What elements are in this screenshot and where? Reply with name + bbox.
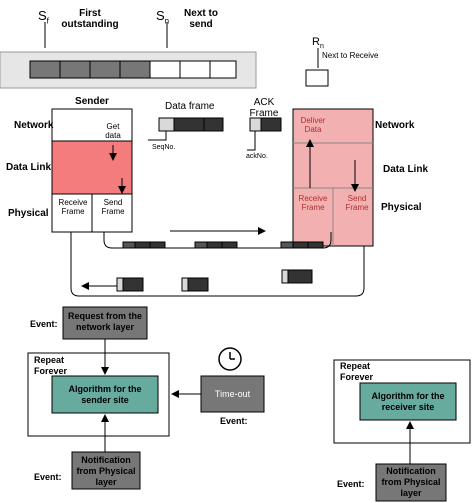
- request-event-label: Event:: [30, 319, 58, 329]
- sn-label: Sn: [156, 8, 170, 26]
- ackno-leader: [247, 131, 256, 151]
- sender-repeat-label: Repeat Forever: [34, 355, 68, 376]
- first-outstanding-label: First outstanding: [61, 8, 119, 30]
- return-channel: [70, 232, 365, 297]
- frame-seq-field: [158, 117, 175, 132]
- sender-notification-text: Notification from Physical layer: [76, 455, 136, 487]
- receiver-receive-frame-label: Receive Frame: [298, 194, 328, 212]
- request-text: Request from the network layer: [67, 311, 142, 332]
- window-slot: [59, 60, 91, 79]
- sender-notification-box: [71, 451, 141, 490]
- rn-label: Rn: [312, 36, 324, 51]
- data-frame-title: Data frame: [165, 101, 215, 112]
- request-event-box: [62, 306, 148, 340]
- sender-receive-frame-label: Receive Frame: [58, 198, 88, 216]
- sender-algorithm-text: Algorithm for the sender site: [68, 384, 142, 405]
- sender-notification-event-label: Event:: [34, 472, 62, 482]
- receiver-notification-box: [375, 463, 447, 502]
- sender-window-slots: [29, 60, 237, 79]
- ack-frame-sample: [247, 117, 282, 151]
- sf-label: Sf: [38, 8, 49, 26]
- sender-physical-label: Physical: [8, 208, 49, 219]
- ack-no-field: [249, 117, 262, 132]
- receiver-network-label: Network: [375, 120, 415, 131]
- sender-network-label: Network: [14, 120, 54, 131]
- window-slot: [209, 60, 237, 79]
- sender-send-frame-label: Send Frame: [101, 198, 125, 216]
- frame-in-transit: [122, 241, 166, 249]
- ack-in-transit: [116, 277, 144, 292]
- ackno-label: ackNo.: [246, 153, 268, 160]
- receiver-algorithm-box: [359, 382, 457, 421]
- receiver-window-slot: [305, 69, 329, 87]
- next-to-send-label: Next to send: [184, 8, 218, 30]
- window-slot: [119, 60, 151, 79]
- sender-data-link-layer: [51, 140, 133, 195]
- frame-in-transit: [280, 241, 324, 249]
- window-slot: [179, 60, 211, 79]
- ack-in-transit: [181, 277, 209, 292]
- next-to-receive-label: Next to Receive: [322, 51, 379, 60]
- frame-in-transit: [194, 241, 238, 249]
- sender-data-link-label: Data Link: [6, 162, 52, 173]
- clock-icon: [218, 347, 242, 371]
- receiver-physical-label: Physical: [381, 202, 422, 213]
- data-frame-sample: [148, 117, 224, 141]
- ack-check-field: [260, 117, 282, 132]
- receiver-repeat-label: Repeat Forever: [340, 361, 374, 382]
- get-data-label: Get data: [105, 122, 121, 140]
- ack-frame-title: ACK Frame: [249, 97, 279, 119]
- receiver-algorithm-text: Algorithm for the receiver site: [371, 391, 445, 412]
- frame-data-field: [173, 117, 205, 132]
- sender-title: Sender: [75, 96, 109, 107]
- receiver-data-link-label: Data Link: [383, 164, 429, 175]
- ack-in-transit: [281, 269, 313, 284]
- receiver-send-frame-label: Send Frame: [345, 194, 369, 212]
- receiver-notification-event-label: Event:: [337, 479, 365, 489]
- deliver-data-label: Deliver Data: [300, 116, 326, 134]
- window-slot: [89, 60, 121, 79]
- seqno-label: SeqNo.: [152, 144, 176, 151]
- receiver-notification-text: Notification from Physical layer: [381, 466, 441, 498]
- sender-algorithm-box: [51, 375, 159, 414]
- window-slot: [149, 60, 181, 79]
- timeout-event-label: Event:: [220, 416, 248, 426]
- frame-check-field: [203, 117, 224, 132]
- seqno-leader: [148, 131, 167, 141]
- window-slot: [29, 60, 61, 79]
- timeout-text: Time-out: [214, 389, 251, 399]
